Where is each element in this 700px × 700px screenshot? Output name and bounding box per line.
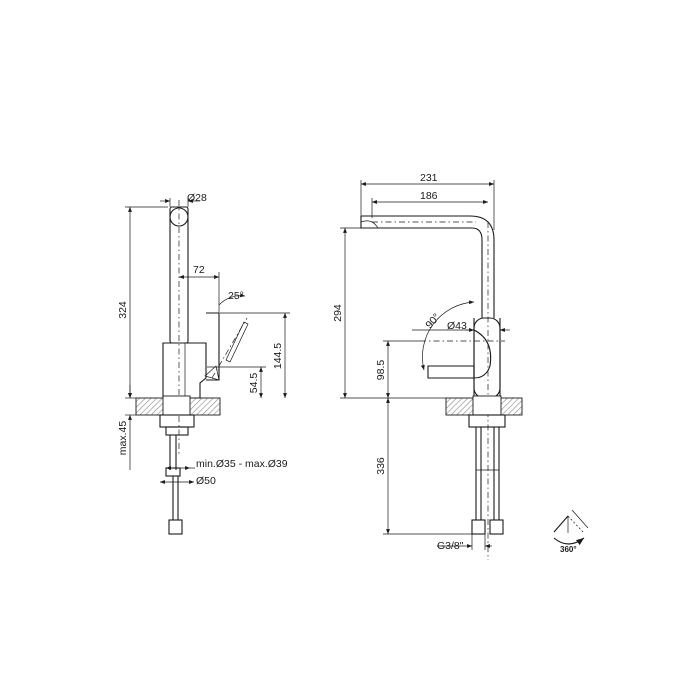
label-reach-spout: 186 [420,190,438,202]
side-countertop [135,395,221,416]
front-spout [360,215,495,560]
label-connection: G3/8" [437,540,464,552]
dim-swivel-angle: 90° [420,300,475,371]
dim-dia-spout: Ø28 [160,192,207,207]
label-base-height: 54.5 [248,373,260,394]
dim-hose-length: 336 [375,398,478,535]
dim-body-dia: Ø43 [412,320,510,332]
rotation-badge: 360° [553,509,589,554]
side-spout [169,200,189,455]
label-base-dia: Ø50 [196,475,216,487]
dim-reach-spout: 186 [371,190,488,218]
dim-connection: G3/8" [437,534,492,552]
label-swivel-angle: 90° [423,311,443,331]
dim-hole-dia: min.Ø35 - max.Ø39 [166,458,288,470]
label-hose-length: 336 [375,457,387,475]
dim-reach-total: 231 [360,172,495,230]
label-reach-total: 231 [420,172,438,184]
label-dia-spout: Ø28 [187,192,207,204]
label-lever-angle: 25° [228,290,244,302]
label-lever-height: 98.5 [375,360,387,381]
side-body [162,312,249,399]
side-fixing [159,414,195,535]
dim-lever-angle: 25° [218,290,246,306]
label-hole-dia: min.Ø35 - max.Ø39 [196,458,288,470]
label-lever-offset: 72 [193,264,205,276]
label-spout-height: 294 [332,304,344,322]
label-max-thickness: max.45 [117,421,129,456]
front-countertop [445,395,523,416]
front-view: 231 186 294 90° Ø43 98.5 [332,172,523,560]
dim-max-thickness: max.45 [117,385,136,470]
swivel-icon [553,509,589,546]
side-view: Ø28 324 72 25° 144.5 54.5 [117,192,290,535]
dim-lever-offset: 72 [179,264,220,313]
label-body-height: 144.5 [272,343,284,369]
dim-body-height: 144.5 [220,312,290,398]
dim-spout-height: 294 [332,227,446,399]
front-fixing [468,414,506,535]
dim-base-height: 54.5 [207,366,266,398]
label-height-total: 324 [117,301,129,319]
dim-base-dia: Ø50 [160,475,216,487]
label-body-dia: Ø43 [447,320,467,332]
label-rotation: 360° [560,545,577,554]
dim-height-total: 324 [117,206,168,398]
dim-lever-height: 98.5 [375,340,420,398]
